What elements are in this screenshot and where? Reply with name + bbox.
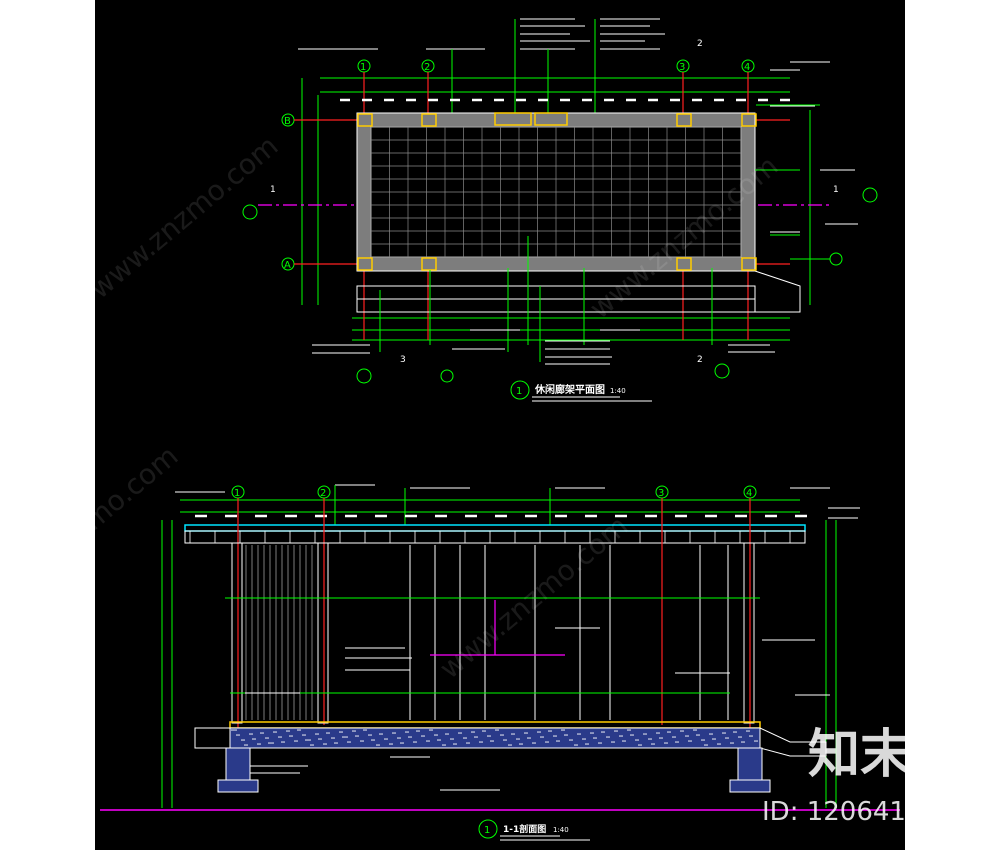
plan-axis-2: 2	[424, 62, 430, 73]
plan-axis-1: 1	[360, 62, 366, 73]
section-title: 1-1剖面图	[503, 823, 546, 835]
section-title-number: 1	[484, 825, 490, 836]
image-id: ID: 1206417147	[762, 797, 972, 827]
section-axis-4: 4	[746, 488, 752, 499]
plan-axis-3: 3	[679, 62, 685, 73]
section-scale: 1:40	[553, 826, 569, 834]
section-view: 1 2 3 4	[100, 484, 900, 841]
brand-logo: 知末	[808, 725, 912, 785]
plan-section-mark-left: 1	[270, 185, 276, 195]
section-axis-2: 2	[320, 488, 326, 499]
plan-view: 1 2 3 4 B A 1 1 2 2 3 3	[242, 18, 878, 402]
section-axis-1: 1	[234, 488, 240, 499]
plan-scale: 1:40	[610, 387, 626, 395]
plan-detail-mark-bottom: 2	[697, 355, 703, 365]
plan-title-number: 1	[516, 386, 522, 397]
plan-section-mark-right: 1	[833, 185, 839, 195]
plan-axis-b: B	[284, 116, 291, 127]
plan-detail-mark-low: 3	[400, 355, 406, 365]
section-axis-3: 3	[658, 488, 664, 499]
plan-detail-mark-top: 2	[697, 39, 703, 49]
plan-axis-4: 4	[744, 62, 750, 73]
plan-axis-a: A	[284, 260, 291, 271]
plan-title: 休闲廊架平面图	[534, 383, 605, 396]
